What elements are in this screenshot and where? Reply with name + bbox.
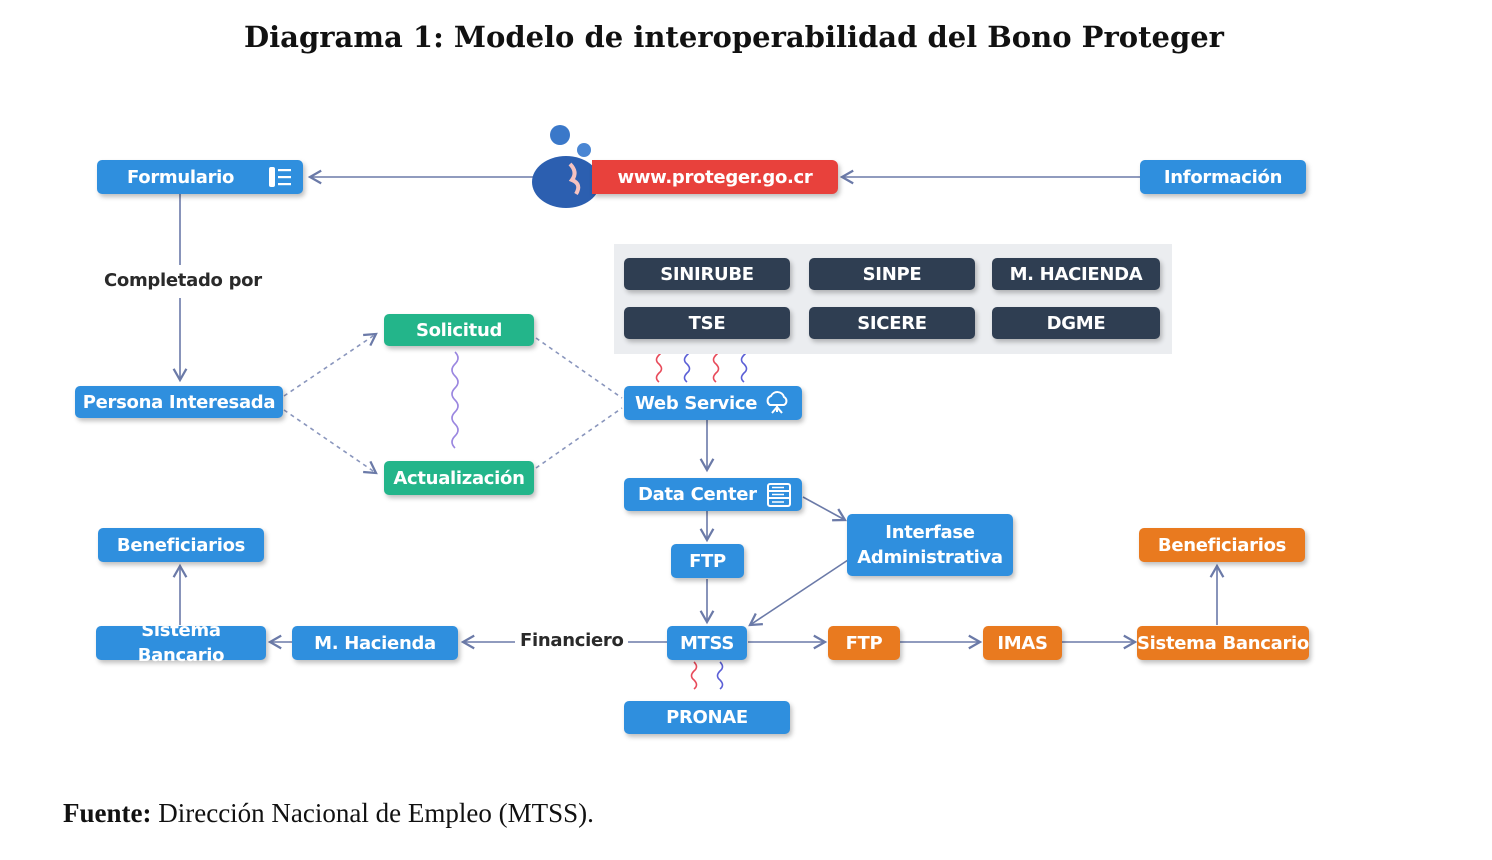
completado-por-label: Completado por [100,270,266,291]
ftp-blue-node[interactable]: FTP [671,544,744,578]
sicere-node[interactable]: SICERE [809,307,975,339]
imas-node[interactable]: IMAS [983,626,1062,660]
source-label: Fuente: [63,798,152,828]
mtss-label: MTSS [679,632,735,654]
ftp-orange-node[interactable]: FTP [828,626,900,660]
interfase-administrativa-label: Interfase Administrativa [857,522,1003,568]
sinirube-label: SINIRUBE [660,263,754,285]
informacion-node[interactable]: Información [1140,160,1306,194]
formulario-node[interactable]: Formulario [97,160,303,194]
wave-mtss-red [690,661,698,690]
sinpe-label: SINPE [862,263,922,285]
persona-interesada-node[interactable]: Persona Interesada [75,386,283,418]
dgme-node[interactable]: DGME [992,307,1160,339]
edge-persona-solicitud [283,332,378,397]
wave-mtss-blue [716,661,724,690]
edge-actualizacion-webservice [535,407,623,469]
wave-solicitud-actualizacion [451,351,459,449]
beneficiarios-right-node[interactable]: Beneficiarios [1139,528,1305,562]
edge-datacenter-interfase [802,496,847,522]
beneficiarios-left-label: Beneficiarios [116,534,246,556]
web-service-node[interactable]: Web Service [624,386,802,420]
edge-interfase-mtss [748,559,849,627]
interfase-administrativa-node[interactable]: Interfase Administrativa [847,514,1013,576]
sistema-bancario-left-label: Sistema Bancario [137,620,225,666]
beneficiarios-right-label: Beneficiarios [1157,534,1287,556]
tse-label: TSE [688,312,726,334]
source-note: Fuente: Dirección Nacional de Empleo (MT… [63,798,594,829]
sinirube-node[interactable]: SINIRUBE [624,258,790,290]
mtss-node[interactable]: MTSS [667,626,747,660]
edge-solicitud-webservice [535,337,623,399]
website-node[interactable]: www.proteger.go.cr [592,160,838,194]
server-icon [767,482,791,507]
source-text: Dirección Nacional de Empleo (MTSS). [151,798,594,828]
pronae-node[interactable]: PRONAE [624,701,790,734]
sistema-bancario-right-node[interactable]: Sistema Bancario [1137,626,1309,660]
sistema-bancario-right-label: Sistema Bancario [1137,632,1309,654]
m-hacienda-node[interactable]: M. Hacienda [292,626,458,660]
data-center-node[interactable]: Data Center [624,478,802,511]
financiero-label: Financiero [516,630,628,651]
sicere-label: SICERE [857,312,927,334]
persona-interesada-label: Persona Interesada [82,391,276,413]
data-center-label: Data Center [638,484,757,505]
diagram-title: Diagrama 1: Modelo de interoperabilidad … [244,20,1224,54]
tse-node[interactable]: TSE [624,307,790,339]
people-logo-icon [532,125,600,208]
actualizacion-label: Actualización [393,467,525,489]
edge-persona-actualizacion [283,409,378,475]
solicitud-node[interactable]: Solicitud [384,314,534,346]
formulario-label: Formulario [127,166,235,188]
website-label: www.proteger.go.cr [617,166,813,188]
cloud-icon [766,391,788,414]
m-hacienda-top-label: M. HACIENDA [1009,263,1143,285]
list-icon [269,167,291,187]
dgme-label: DGME [1046,312,1106,334]
m-hacienda-label: M. Hacienda [314,632,436,654]
actualizacion-node[interactable]: Actualización [384,461,534,495]
sinpe-node[interactable]: SINPE [809,258,975,290]
m-hacienda-top-node[interactable]: M. HACIENDA [992,258,1160,290]
informacion-label: Información [1163,166,1283,188]
beneficiarios-left-node[interactable]: Beneficiarios [98,528,264,562]
solicitud-label: Solicitud [415,319,503,341]
pronae-label: PRONAE [666,707,748,728]
ftp-blue-label: FTP [689,550,726,572]
ftp-orange-label: FTP [845,632,883,654]
web-service-label: Web Service [635,392,758,414]
imas-label: IMAS [997,632,1048,654]
sistema-bancario-left-node[interactable]: Sistema Bancario [96,620,266,666]
